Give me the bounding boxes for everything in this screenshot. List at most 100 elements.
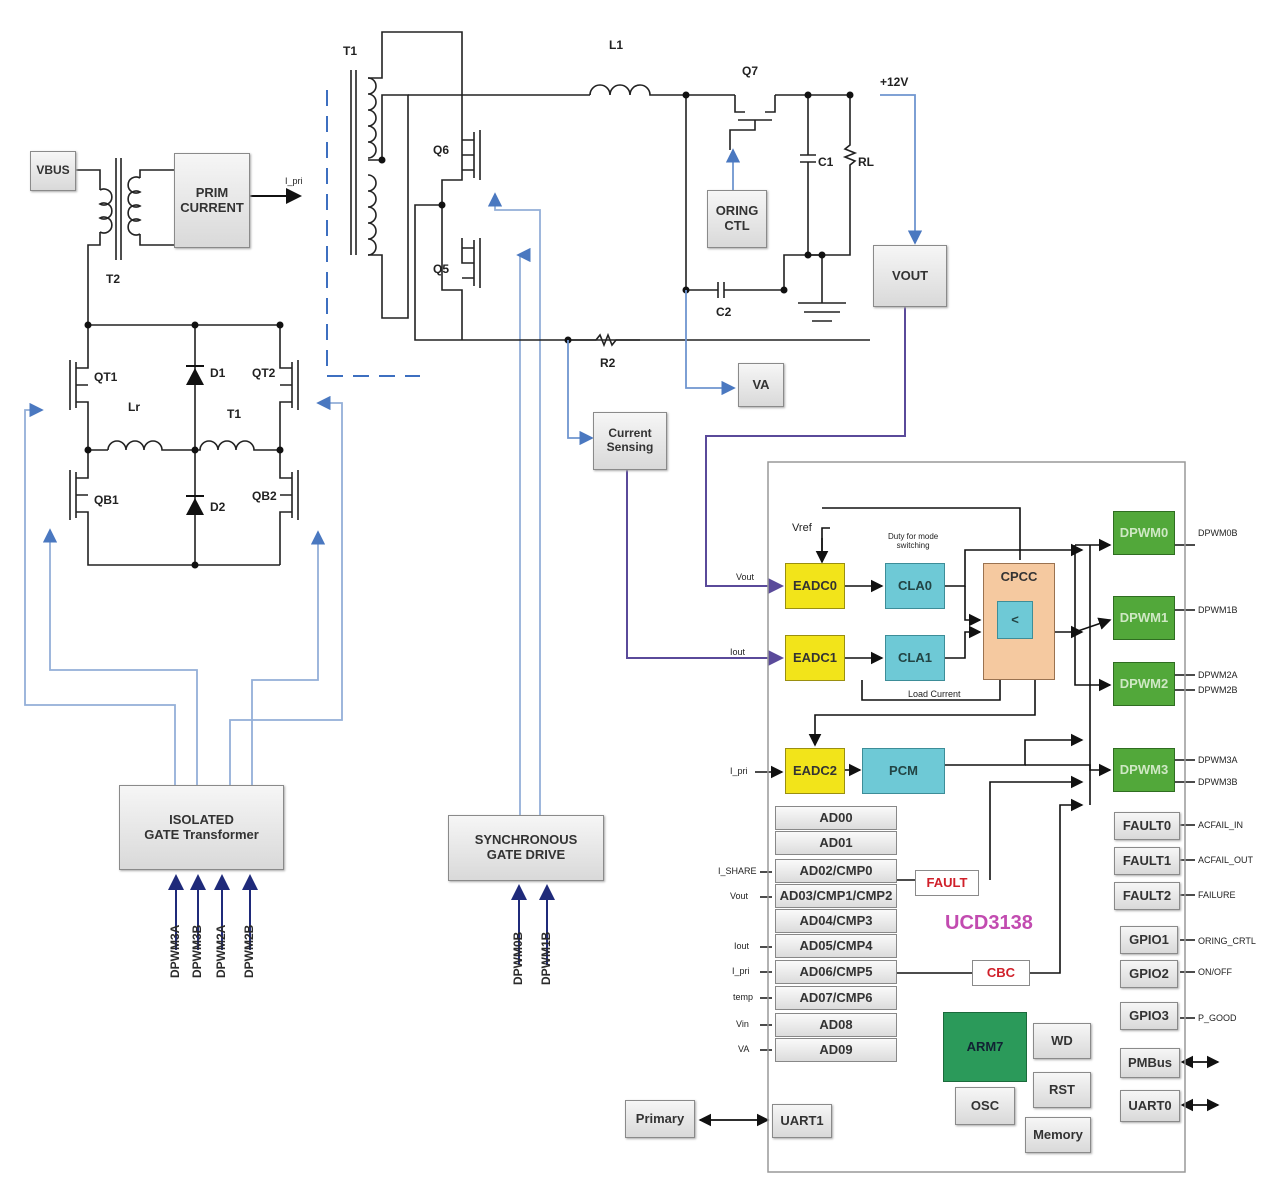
isolated-gate-transformer: ISOLATED GATE Transformer [119,785,284,870]
adc-ad00: AD00 [775,806,897,830]
isolation-boundary [326,90,420,377]
gpio2-block: GPIO2 [1120,960,1178,988]
oring-ctl-block: ORING CTL [707,190,767,248]
adc-ad02: AD02/CMP0 [775,859,897,883]
diode-d2 [186,498,204,515]
out-acfail-out: ACFAIL_OUT [1198,855,1254,865]
i-pri-label: I_pri [285,176,303,186]
label-qb2: QB2 [252,489,277,503]
input-ipri: I_pri [730,766,748,776]
out-dpwm1b: DPWM1B [1198,605,1238,615]
controller-wiring [698,507,1220,1127]
input-dpwm3b: DPWM3B [190,924,204,978]
label-q7: Q7 [742,64,759,78]
out-dpwm2b: DPWM2B [1198,685,1238,695]
out-oring-crtl: ORING_CRTL [1198,936,1256,946]
cla1-block: CLA1 [885,635,945,681]
out-dpwm3b: DPWM3B [1198,777,1238,787]
adc-in-iout: Iout [734,941,750,951]
ucd3138-frame [767,461,1186,1173]
label-lr: Lr [128,400,140,414]
pcm-block: PCM [862,748,945,794]
vbus-block: VBUS [30,151,76,191]
input-vout: Vout [736,572,755,582]
cbc-block: CBC [972,960,1030,986]
dpwm2-block: DPWM2 [1113,662,1175,706]
eadc1-block: EADC1 [785,635,845,681]
va-block: VA [738,363,784,407]
label-c2: C2 [716,305,732,319]
fault2-block: FAULT2 [1114,882,1180,910]
gate-drive-wires [24,192,541,815]
adc-ad06: AD06/CMP5 [775,960,897,984]
gpio1-block: GPIO1 [1120,926,1178,954]
out-failure: FAILURE [1198,890,1236,900]
label-rl: RL [858,155,874,169]
label-q5: Q5 [433,262,450,276]
adc-ad03: AD03/CMP1/CMP2 [775,884,897,908]
vref-label: Vref [792,522,812,534]
input-dpwm3a: DPWM3A [168,924,182,978]
label-l1: L1 [609,38,624,52]
fault0-block: FAULT0 [1114,812,1180,840]
t1-secondary [350,31,870,348]
out-dpwm2a: DPWM2A [1198,670,1238,680]
cla0-block: CLA0 [885,563,945,609]
adc-in-vout: Vout [730,891,749,901]
synchronous-gate-drive: SYNCHRONOUS GATE DRIVE [448,815,604,881]
input-iout: Iout [730,647,746,657]
eadc2-block: EADC2 [785,748,845,794]
label-12v: +12V [880,75,909,89]
t2-transformer [76,158,174,325]
pmbus-block: PMBus [1120,1048,1180,1078]
cpcc-comparator: < [997,601,1033,639]
label-c1: C1 [818,155,834,169]
label-qb1: QB1 [94,493,119,507]
adc-in-ipri: I_pri [732,966,750,976]
bridge-nodes [84,321,284,569]
arm7-block: ARM7 [943,1012,1027,1082]
adc-in-ishare: I_SHARE [718,866,757,876]
dpwm1-block: DPWM1 [1113,596,1175,640]
input-dpwm2a: DPWM2A [214,924,228,978]
vout-block: VOUT [873,245,947,307]
label-r2: R2 [600,356,616,370]
dpwm0-block: DPWM0 [1113,511,1175,555]
osc-block: OSC [955,1087,1015,1125]
out-dpwm0b: DPWM0B [1198,528,1238,538]
label-qt2: QT2 [252,366,276,380]
label-qt1: QT1 [94,370,118,384]
adc-ad08: AD08 [775,1013,897,1037]
adc-ad09: AD09 [775,1038,897,1062]
adc-ad01: AD01 [775,831,897,855]
eadc0-block: EADC0 [785,563,845,609]
out-dpwm3a: DPWM3A [1198,755,1238,765]
label-t1-mid: T1 [227,407,242,421]
wd-block: WD [1033,1023,1091,1059]
current-sensing-block: Current Sensing [593,412,667,470]
fault1-block: FAULT1 [1114,847,1180,875]
input-dpwm2b: DPWM2B [242,924,256,978]
out-acfail-in: ACFAIL_IN [1198,820,1244,830]
dpwm3-block: DPWM3 [1113,748,1175,792]
label-t1-top: T1 [343,44,358,58]
out-on-off: ON/OFF [1198,967,1232,977]
input-dpwm0b: DPWM0B [511,931,525,985]
adc-ad04: AD04/CMP3 [775,909,897,933]
adc-in-va: VA [738,1044,750,1054]
duty-note: Duty for mode switching [888,532,939,550]
cpcc-label: CPCC [1000,569,1038,584]
memory-block: Memory [1025,1117,1091,1153]
label-q6: Q6 [433,143,450,157]
label-d2: D2 [210,500,226,514]
input-dpwm1b: DPWM1B [539,931,553,985]
adc-in-temp: temp [733,992,754,1002]
gpio3-block: GPIO3 [1120,1002,1178,1030]
uart0-block: UART0 [1120,1090,1180,1122]
adc-in-vin: Vin [736,1019,749,1029]
ucd3138-title: UCD3138 [945,912,1033,934]
primary-block: Primary [625,1100,695,1138]
rst-block: RST [1033,1072,1091,1108]
diode-d1 [186,368,204,385]
